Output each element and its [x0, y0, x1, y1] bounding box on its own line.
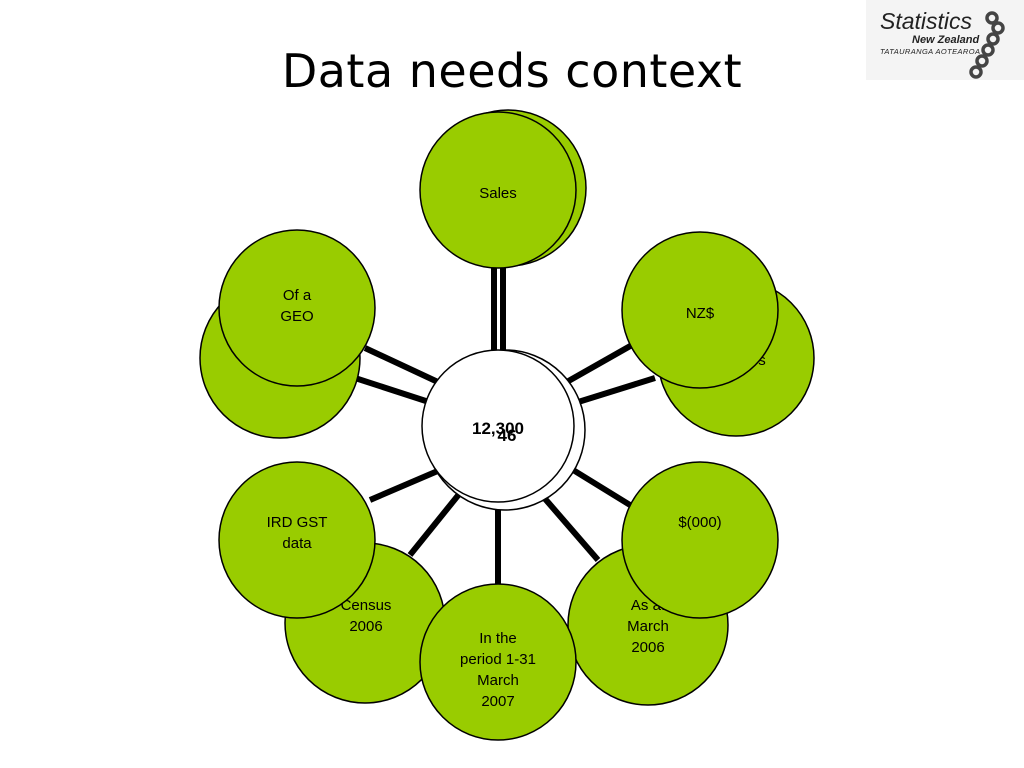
node-upper-left-group: Of a GEO [199, 229, 376, 439]
statistics-nz-logo: Statistics New Zealand TATAURANGA AOTEAR… [866, 0, 1024, 80]
node-upper-right [621, 231, 779, 389]
node-bottom-label-line3: March [477, 672, 519, 689]
hub-value-primary: 12,300 [472, 419, 524, 438]
node-bottom-label-line4: 2007 [481, 693, 514, 710]
node-top-group: Sales [419, 109, 587, 269]
node-lower-right-group: As at March 2006 $(000) [567, 461, 779, 706]
hub-circle-front [421, 349, 575, 503]
slide-title: Data needs context [281, 44, 743, 98]
node-lower-left-back-label-line1: Census [341, 597, 392, 614]
node-upper-left-label-line2: GEO [280, 308, 313, 325]
connector-lower-right-a [537, 491, 601, 562]
logo-name: Statistics [880, 8, 973, 34]
node-top-label: Sales [479, 185, 517, 202]
node-lower-right-back-label-line2: March [627, 618, 669, 635]
node-upper-left-label-line1: Of a [283, 287, 312, 304]
node-lower-right-back-label-line3: 2006 [631, 639, 664, 656]
connector-upper-right-a [563, 342, 634, 386]
connector-lower-left-a [368, 467, 442, 503]
hub-circle-group: 12,300 46 [421, 349, 586, 511]
node-bottom-label-line2: period 1-31 [460, 651, 536, 668]
node-bottom-label-line1: In the [479, 630, 517, 647]
node-lower-left-group: Census 2006 IRD GST data [218, 461, 446, 704]
connector-lower-left-b [407, 491, 463, 557]
chain-link-icon [969, 11, 1005, 79]
node-top [419, 111, 577, 269]
node-bottom-group: In the period 1-31 March 2007 [419, 583, 577, 741]
node-lower-left-label-line2: data [282, 535, 312, 552]
node-upper-right-back-label: s [758, 352, 766, 369]
connector-lower-right-b [563, 462, 632, 508]
node-upper-left [218, 229, 376, 387]
node-lower-right-label: $(000) [678, 514, 721, 531]
connector-upper-left-a [363, 345, 442, 386]
logo-subtitle: New Zealand [912, 34, 980, 46]
connector-upper-right-b [574, 375, 656, 406]
node-upper-right-group: s NZ$ [621, 231, 815, 437]
node-upper-right-label: NZ$ [686, 305, 715, 322]
connector-lines [354, 265, 656, 585]
hub-value-secondary: 46 [498, 426, 517, 445]
node-bottom [419, 583, 577, 741]
logo-tagline: TATAURANGA AOTEAROA [880, 47, 981, 56]
node-lower-right [621, 461, 779, 619]
node-lower-left-back-label-line2: 2006 [349, 618, 382, 635]
node-lower-left-label-line1: IRD GST [267, 514, 328, 531]
connector-upper-left-b [354, 375, 433, 406]
node-lower-left [218, 461, 376, 619]
